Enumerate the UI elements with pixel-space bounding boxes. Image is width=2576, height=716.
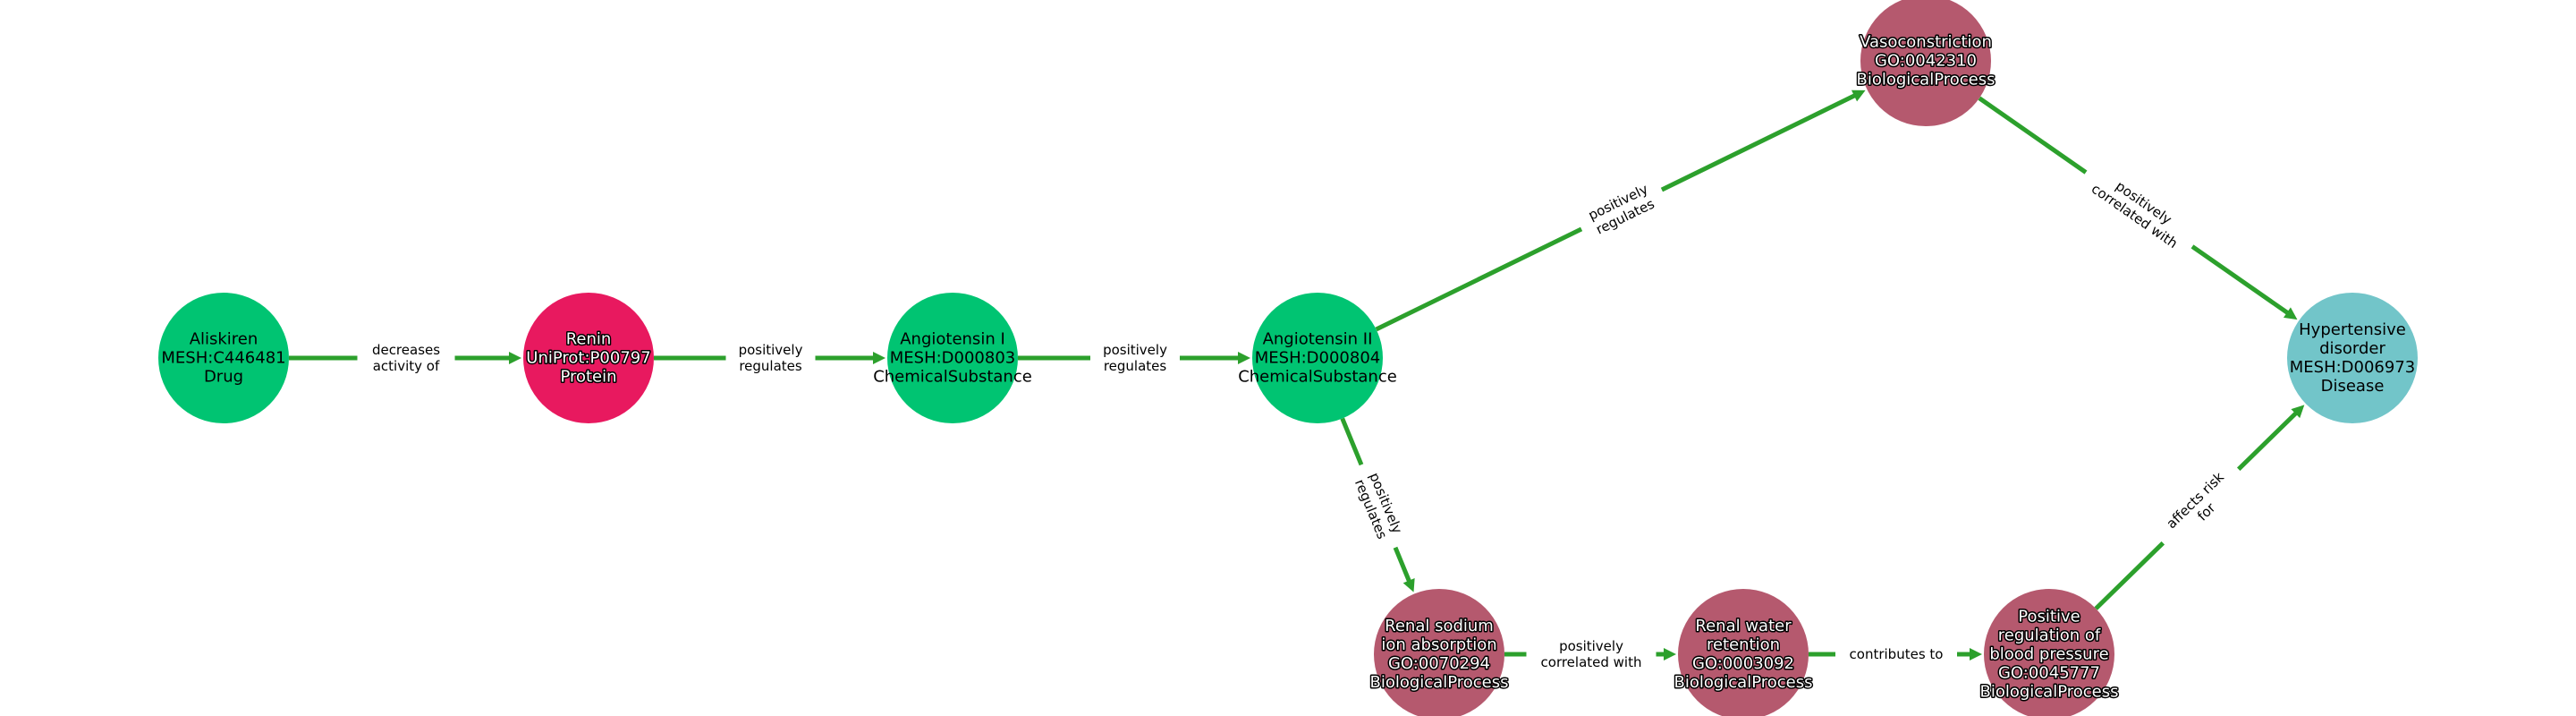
- edge-label-text: positively: [1103, 342, 1167, 358]
- node-label: UniProt:P00797: [526, 349, 650, 368]
- node-label: disorder: [2319, 339, 2385, 358]
- node-label: Hypertensive: [2299, 320, 2406, 339]
- node-label: ChemicalSubstance: [1238, 368, 1397, 387]
- node-label: ion absorption: [1381, 635, 1496, 654]
- node-label: MESH:D000804: [1255, 349, 1381, 368]
- edge-label-text: regulates: [739, 358, 802, 374]
- node-circle[interactable]: [1860, 0, 1991, 126]
- node-water[interactable]: Renal waterretentionGO:0003092Biological…: [1673, 589, 1814, 716]
- node-ang1[interactable]: Angiotensin IMESH:D000803ChemicalSubstan…: [873, 293, 1032, 423]
- node-circle[interactable]: [1252, 293, 1383, 423]
- node-label: Disease: [2321, 377, 2385, 396]
- edge-label-background: [1526, 635, 1657, 673]
- arrowhead-icon: [1851, 90, 1866, 102]
- node-label: regulation of: [1998, 626, 2101, 645]
- edge-label-text: positively: [1559, 638, 1623, 654]
- node-label: GO:0003092: [1692, 654, 1794, 673]
- node-circle[interactable]: [1984, 589, 2114, 716]
- node-label: Angiotensin II: [1263, 330, 1373, 349]
- edge-label-text: contributes to: [1850, 646, 1944, 662]
- edge-label-background: [1090, 339, 1180, 377]
- arrowhead-icon: [2283, 307, 2298, 320]
- node-label: MESH:D000803: [890, 349, 1016, 368]
- arrowhead-icon: [1238, 352, 1250, 364]
- node-label: GO:0070294: [1388, 654, 1490, 673]
- node-label: Vasoconstriction: [1860, 33, 1992, 52]
- node-label: Drug: [204, 368, 243, 387]
- node-circle[interactable]: [523, 293, 654, 423]
- arrowhead-icon: [1970, 648, 1982, 661]
- node-label: Positive: [2018, 608, 2080, 626]
- node-vaso[interactable]: VasoconstrictionGO:0042310BiologicalProc…: [1855, 0, 1996, 126]
- node-label: retention: [1707, 635, 1780, 654]
- node-label: MESH:D006973: [2290, 358, 2416, 377]
- node-label: BiologicalProcess: [1369, 673, 1508, 692]
- edge-label-background: [1835, 644, 1957, 665]
- edge-label-text: decreases: [372, 342, 440, 358]
- node-circle[interactable]: [887, 293, 1018, 423]
- edge-label-background: [725, 339, 816, 377]
- edge-label-text: regulates: [1104, 358, 1167, 374]
- node-label: Angiotensin I: [900, 330, 1005, 349]
- node-circle[interactable]: [1374, 589, 1504, 716]
- node-label: MESH:C446481: [161, 349, 285, 368]
- edge-label-background: [2149, 456, 2252, 557]
- node-label: Aliskiren: [190, 330, 258, 349]
- arrowhead-icon: [873, 352, 886, 364]
- node-label: Protein: [560, 368, 616, 387]
- edge-label-text: activity of: [373, 358, 440, 374]
- edge-label-text: positively: [739, 342, 803, 358]
- node-label: BiologicalProcess: [1674, 673, 1812, 692]
- edge-label: contributes to: [1835, 644, 1957, 665]
- node-label: GO:0045777: [1998, 664, 2100, 683]
- node-ang2[interactable]: Angiotensin IIMESH:D000804ChemicalSubsta…: [1238, 293, 1397, 423]
- arrowhead-icon: [509, 352, 521, 364]
- arrowhead-icon: [1664, 648, 1676, 661]
- node-label: blood pressure: [1989, 645, 2108, 664]
- arrowhead-icon: [2291, 405, 2305, 419]
- node-label: Renal water: [1695, 617, 1792, 635]
- edge-label-background: [1572, 173, 1671, 246]
- node-circle[interactable]: [158, 293, 289, 423]
- edge-label-background: [1343, 457, 1413, 555]
- edge-label-background: [357, 339, 455, 377]
- node-label: BiologicalProcess: [1856, 71, 1995, 90]
- node-label: BiologicalProcess: [1979, 683, 2118, 702]
- node-circle[interactable]: [2287, 293, 2418, 423]
- node-label: Renin: [566, 330, 612, 349]
- node-circle[interactable]: [1678, 589, 1809, 716]
- node-label: ChemicalSubstance: [873, 368, 1032, 387]
- arrowhead-icon: [1402, 578, 1415, 592]
- edge-label-text: correlated with: [1541, 654, 1642, 670]
- node-label: Renal sodium: [1385, 617, 1494, 635]
- node-label: GO:0042310: [1875, 52, 1977, 71]
- edge-label-background: [2074, 157, 2204, 262]
